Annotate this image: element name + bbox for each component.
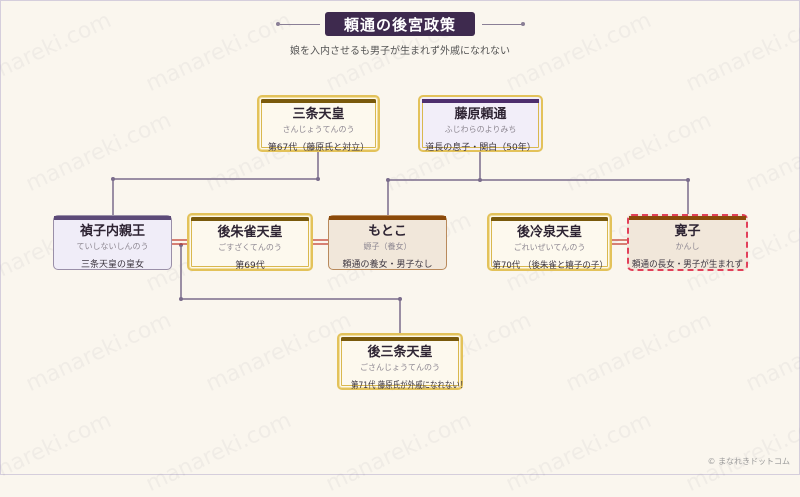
title-right-line [482,24,522,25]
node-desc: 第70代 （後朱雀と嬉子の子） [492,261,608,271]
node-name: 後冷泉天皇 [516,225,582,240]
marriage-goreizei-kanshi [611,239,628,245]
node-name: もとこ [368,224,407,239]
node-kanshi: 寛子 かんし 頼通の長女・男子が生まれず [627,214,748,271]
node-kana: ごすざくてんのう [218,243,282,252]
node-name: 禎子内親王 [79,224,145,239]
node-name: 藤原頼通 [454,107,507,122]
title-right-dot [521,22,525,26]
copyright-footer: © まなれきドットコム [707,457,790,466]
diagram-subtitle: 娘を入内させるも男子が生まれず外戚になれない [290,46,510,57]
node-kana: 嫄子（養女） [363,242,412,251]
node-gosuzaku: 後朱雀天皇 ごすざくてんのう 第69代 [187,213,313,271]
marriage-teishi-gosuzaku [172,239,188,245]
node-teishi: 禎子内親王 ていしないしんのう 三条天皇の皇女 [53,215,172,270]
diagram-title: 頼通の後宮政策 [325,12,475,36]
line-gosanjo-parents [180,245,401,333]
node-name: 寛子 [674,224,701,239]
node-desc: 三条天皇の皇女 [80,260,144,270]
node-name: 後三条天皇 [367,345,433,360]
node-kana: ていしないしんのう [76,242,149,251]
connector-lines [111,152,690,333]
marriage-gosuzaku-motoko [312,239,329,245]
node-kana: さんじょうてんのう [282,125,355,134]
line-sanjo-teishi [112,152,319,215]
node-name: 後朱雀天皇 [217,225,283,240]
node-kana: かんし [675,242,700,251]
node-desc: 道長の息子・関白（50年） [425,143,536,153]
node-kana: ごさんじょうてんのう [360,363,440,372]
node-desc: 頼通の養女・男子なし [342,260,433,270]
node-sanjo: 三条天皇 さんじょうてんのう 第67代（藤原氏と対立） [257,95,380,153]
node-kana: ふじわらのよりみち [444,125,517,134]
node-motoko: もとこ 嫄子（養女） 頼通の養女・男子なし [328,215,447,270]
node-desc: 頼通の長女・男子が生まれず [631,260,744,270]
node-gosanjo: 後三条天皇 ごさんじょうてんのう 第71代 藤原氏が外戚になれない！ [337,333,467,391]
node-name: 三条天皇 [292,107,345,122]
node-yorimichi: 藤原頼通 ふじわらのよりみち 道長の息子・関白（50年） [418,95,543,153]
node-desc: 第69代 [235,261,265,271]
node-desc: 第67代（藤原氏と対立） [267,143,370,153]
title-left-line [280,24,320,25]
node-kana: ごれいぜいてんのう [513,243,586,252]
title-left-dot [276,22,280,26]
line-yorimichi-children [387,152,689,215]
node-goreizei: 後冷泉天皇 ごれいぜいてんのう 第70代 （後朱雀と嬉子の子） [487,213,612,271]
node-desc: 第71代 藤原氏が外戚になれない！ [350,381,468,391]
